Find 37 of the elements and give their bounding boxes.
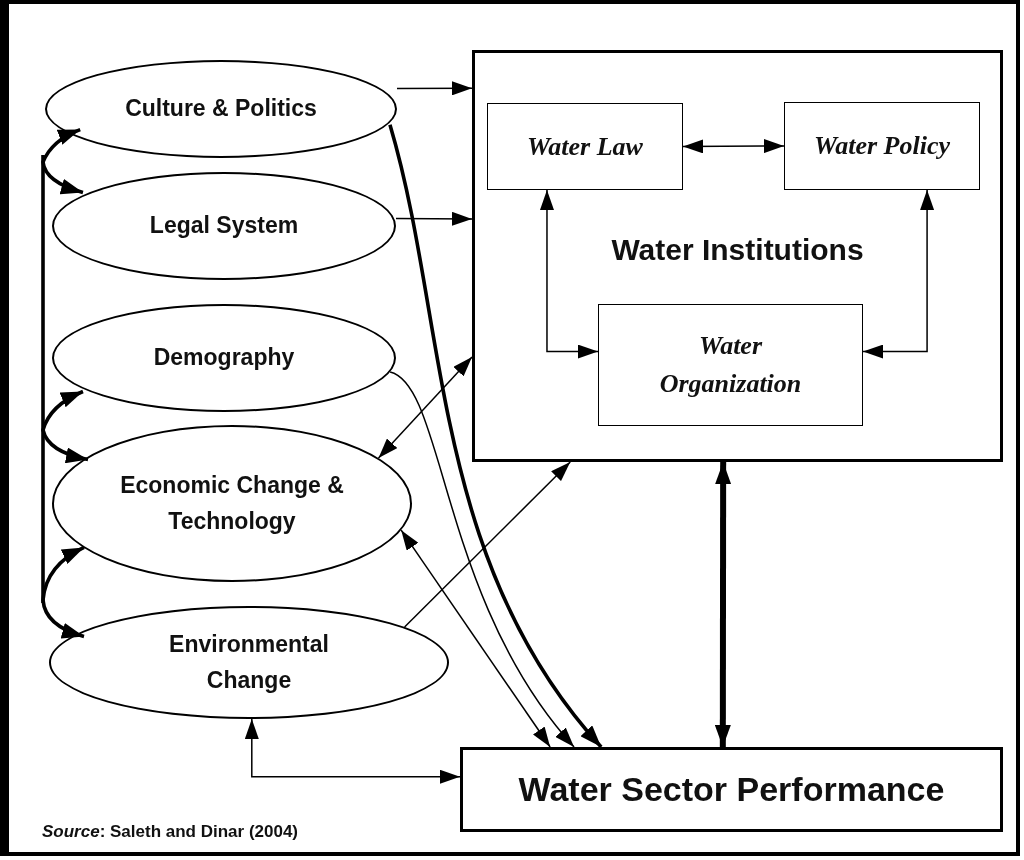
node-label: Water Organization — [658, 330, 803, 400]
arrow — [540, 189, 599, 359]
feedback-line — [41, 155, 45, 603]
group-box — [472, 50, 1003, 462]
ellipse-node — [45, 60, 397, 158]
arrow — [682, 139, 785, 154]
group-heading: Water Institutions — [610, 233, 865, 267]
arrow — [396, 81, 473, 96]
arrow — [41, 545, 85, 639]
process-box — [487, 103, 683, 190]
ellipse-node — [52, 304, 396, 412]
node-label: Economic Change & Technology — [119, 470, 345, 536]
node-label: Demography — [153, 343, 295, 373]
arrow — [377, 356, 473, 459]
ellipse-node — [52, 425, 412, 582]
arrow — [388, 124, 603, 749]
process-box — [598, 304, 863, 426]
arrow — [403, 461, 571, 628]
node-label: Water Law — [527, 130, 643, 163]
arrow — [41, 127, 84, 195]
arrow — [389, 371, 575, 748]
node-label: Water Sector Performance — [518, 770, 945, 809]
arrow — [41, 389, 89, 463]
arrow — [244, 718, 461, 784]
arrow — [862, 189, 935, 359]
process-box — [460, 747, 1003, 832]
source-note: Source: Saleth and Dinar (2004) — [42, 822, 299, 842]
node-label: Culture & Politics — [125, 94, 317, 124]
process-box — [784, 102, 980, 190]
ellipse-node — [52, 172, 396, 280]
node-label: Water Policy — [814, 130, 950, 163]
node-label: Legal System — [149, 211, 299, 241]
node-label: Environmental Change — [168, 629, 330, 695]
arrow — [395, 211, 473, 226]
arrow — [714, 462, 732, 747]
ellipse-node — [49, 606, 449, 719]
arrow — [400, 529, 551, 748]
